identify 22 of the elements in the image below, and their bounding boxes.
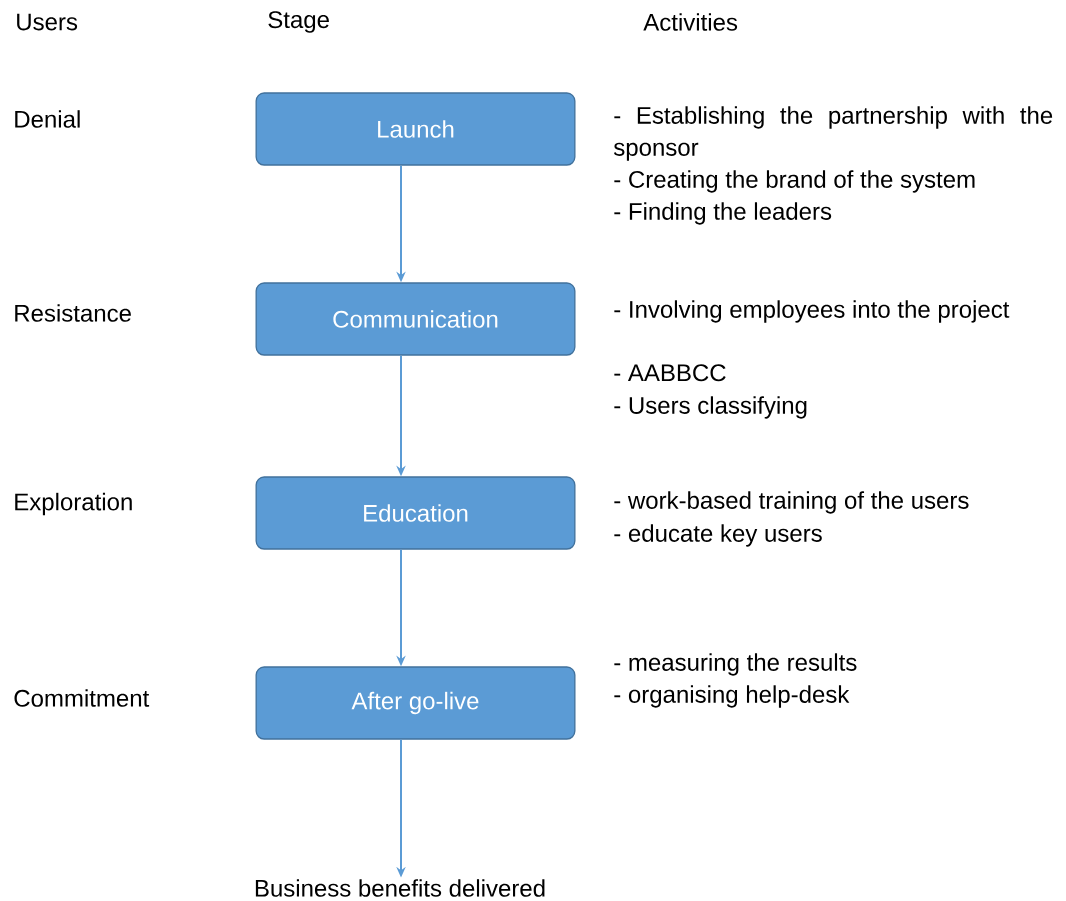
activity-text: - Users classifying xyxy=(614,396,807,419)
stage-box: Launch xyxy=(255,92,576,166)
column-header: Users xyxy=(17,13,78,31)
user-state-label: Resistance xyxy=(15,304,131,322)
stage-box: Communication xyxy=(255,282,576,356)
activity-text: - Creating the brand of the system xyxy=(614,170,975,193)
stage-box: After go-live xyxy=(255,666,576,740)
activity-text: - AABBCC xyxy=(614,364,726,382)
column-header: Stage xyxy=(268,11,329,33)
stage-box: Education xyxy=(255,476,576,550)
column-header: Activities xyxy=(643,13,738,31)
user-state-label: Exploration xyxy=(15,492,132,516)
user-state-label: Commitment xyxy=(14,689,150,707)
activity-text: - work-based training of the users xyxy=(614,491,969,514)
activity-text: - Establishing the partnership with the sponsor xyxy=(613,106,1053,161)
activity-text: - measuring the results xyxy=(614,653,857,676)
activity-text: - Involving employees into the project xyxy=(614,300,1010,323)
activity-text: - educate key users xyxy=(614,524,822,547)
user-state-label: Denial xyxy=(15,110,80,128)
activity-text: - organising help-desk xyxy=(614,685,850,708)
outcome-text: Business benefits delivered xyxy=(255,879,545,897)
activity-text: - Finding the leaders xyxy=(614,202,832,225)
